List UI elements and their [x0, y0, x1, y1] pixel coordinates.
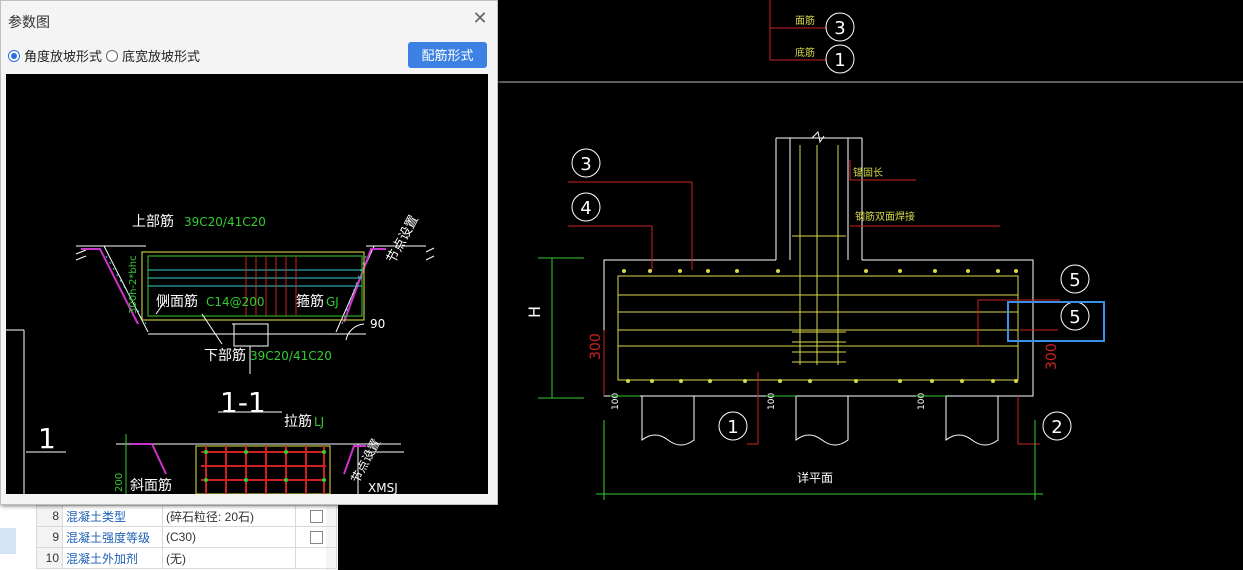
radio-unselected-icon	[106, 49, 118, 62]
selection-box[interactable]	[1007, 301, 1105, 342]
row-number: 9	[36, 526, 63, 548]
row-number: 8	[36, 505, 63, 527]
dim-H: H 300	[525, 257, 605, 399]
property-checkbox[interactable]	[309, 531, 323, 545]
callout-3-top: 3	[834, 18, 845, 39]
rebar-dots	[622, 269, 1018, 383]
section-mark: 1	[38, 422, 56, 455]
dim-300-right: 300	[1044, 343, 1060, 370]
property-name[interactable]: 混凝土类型	[62, 505, 163, 527]
callout-4: 4	[580, 198, 591, 219]
footing-rebar	[617, 275, 1019, 381]
radio-width-label: 底宽放坡形式	[122, 49, 201, 64]
bottom-rebar-value: 39C20/41C20	[250, 349, 332, 363]
tie-value: LJ	[314, 415, 324, 429]
radio-width-slope[interactable]: 底宽放坡形式	[106, 46, 200, 65]
table-row[interactable]: 9 混凝土强度等级 (C30)	[36, 526, 337, 548]
tie-label: 拉筋	[284, 413, 312, 430]
table-row[interactable]: 8 混凝土类型 (碎石粒径: 20石)	[36, 505, 337, 527]
slope-rebar-label: 斜面筋	[130, 477, 172, 494]
property-name[interactable]: 混凝土外加剂	[62, 547, 163, 569]
radio-selected-icon	[8, 49, 20, 62]
rebar-config-button[interactable]: 配筋形式	[408, 42, 487, 68]
stirrup-label: 箍筋	[296, 293, 324, 310]
top-rebar-value: 39C20/41C20	[184, 215, 266, 229]
bottom-rebar-label: 下部筋	[204, 347, 246, 364]
dim-100: 100 100 100	[610, 393, 946, 410]
parameter-preview: 上部筋 39C20/41C20 侧面筋 C14@200 箍筋 GJ 下部筋 39…	[6, 74, 488, 494]
close-icon[interactable]: ✕	[472, 8, 488, 29]
svg-text:100: 100	[767, 393, 777, 410]
callout-2: 2	[1051, 417, 1062, 438]
dialog-title: 参数图	[8, 14, 50, 30]
property-panel-left-strip	[0, 528, 16, 554]
property-value[interactable]: (碎石粒径: 20石)	[162, 505, 296, 527]
property-table: 8 混凝土类型 (碎石粒径: 20石) 9 混凝土强度等级 (C30) 10 混…	[36, 505, 337, 569]
property-value[interactable]: (C30)	[162, 526, 296, 548]
note-anchor: 锚固长	[853, 167, 883, 179]
note-column: 钢筋双面焊接	[855, 210, 915, 223]
property-checkbox[interactable]	[309, 510, 323, 524]
side-rebar-value: C14@200	[206, 295, 265, 309]
svg-text:100: 100	[917, 393, 927, 410]
angle-text: 90	[370, 317, 385, 331]
column-rebar	[792, 145, 846, 365]
table-row[interactable]: 10 混凝土外加剂 (无)	[36, 547, 337, 569]
stirrup-value: GJ	[326, 295, 339, 309]
dim-300-left: 300	[588, 333, 604, 360]
property-name[interactable]: 混凝土强度等级	[62, 526, 163, 548]
callout-5-upper: 5	[1069, 270, 1080, 291]
param-diagram-dialog: 参数图 ✕ 角度放坡形式 底宽放坡形式 配筋形式	[0, 0, 498, 505]
node-setting-upper: 节点设置	[384, 213, 422, 266]
callout-5-selected: 5	[1069, 307, 1080, 328]
section-title: 1-1	[220, 386, 266, 419]
top-callouts: 面筋 底筋 3 1	[769, 0, 855, 74]
row-number: 10	[36, 547, 63, 569]
property-value[interactable]: (无)	[162, 547, 296, 569]
piles	[641, 396, 999, 446]
detail-caption: 详平面	[797, 470, 833, 485]
dim-H-text: H	[525, 306, 544, 318]
slope-value: XMSJ	[368, 481, 398, 494]
svg-text:100: 100	[611, 393, 621, 410]
right-callouts: 5 5 300	[977, 264, 1090, 370]
label-top-face: 面筋	[795, 14, 815, 27]
radio-angle-slope[interactable]: 角度放坡形式	[8, 46, 102, 65]
callout-1-top: 1	[834, 50, 845, 71]
top-rebar-label: 上部筋	[132, 213, 174, 230]
lower-dim: 200	[114, 473, 125, 492]
notes: 锚固长 钢筋双面焊接	[849, 160, 1000, 227]
callout-1-bottom: 1	[727, 417, 738, 438]
column	[775, 130, 863, 260]
bottom-callouts: 1 2	[718, 372, 1072, 445]
depth-text: 300h-2*bhc	[128, 255, 139, 314]
left-callouts: 3 4	[568, 148, 693, 270]
radio-angle-label: 角度放坡形式	[24, 49, 103, 64]
dim-width: 详平面	[596, 420, 1043, 500]
callout-3-left: 3	[580, 154, 591, 175]
footing-outline	[603, 259, 1034, 397]
label-bottom: 底筋	[795, 46, 815, 59]
side-rebar-label: 侧面筋	[156, 293, 198, 310]
